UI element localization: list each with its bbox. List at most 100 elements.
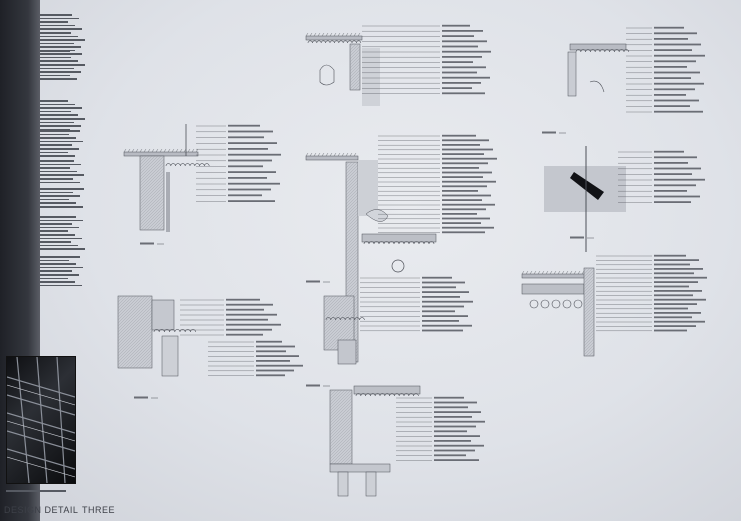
hatch-line	[345, 233, 359, 247]
hatch-line	[345, 260, 359, 274]
hatch-line	[345, 161, 350, 166]
annotation-text	[654, 38, 688, 40]
hatch-line	[345, 278, 359, 292]
hatch-line	[155, 221, 165, 231]
hatch-line	[117, 312, 153, 348]
gravel-mark	[557, 270, 561, 275]
annotation-text	[228, 136, 264, 139]
gravel-mark	[175, 148, 179, 153]
hatch-line	[329, 412, 353, 436]
annotation-text	[228, 148, 268, 150]
note-text-line	[40, 259, 69, 262]
annotation-text	[228, 182, 280, 185]
hatch-line	[585, 347, 595, 357]
hatch-line	[345, 257, 359, 271]
annotation-text	[442, 40, 487, 43]
gravel-mark	[341, 32, 345, 37]
hatch-line	[336, 448, 353, 465]
annotation-text	[654, 259, 699, 261]
hatch-line	[117, 318, 153, 354]
gravel-mark	[541, 270, 545, 275]
annotation-text	[442, 61, 473, 63]
hatch-line	[351, 81, 361, 91]
note-text-line	[40, 121, 74, 124]
annotation-text	[442, 222, 481, 224]
gravel-mark	[195, 148, 199, 153]
corrugated-deck	[325, 317, 365, 321]
note-text-line	[40, 17, 79, 20]
annotation-text	[434, 435, 480, 437]
note-text-line	[40, 281, 75, 283]
hatch-line	[349, 69, 361, 81]
hatch-line	[117, 324, 153, 360]
hatch-line	[583, 329, 595, 341]
scale-label	[134, 396, 148, 399]
hatch-line	[323, 295, 355, 327]
annotation-text	[654, 26, 684, 29]
annotation-text	[442, 213, 477, 215]
annotation-text	[442, 167, 479, 169]
hatch-line	[583, 335, 595, 347]
hatch-line	[329, 389, 337, 397]
hatch-line	[349, 66, 361, 78]
hatch-line	[345, 212, 359, 226]
hatch-line	[345, 275, 359, 289]
floor-slab	[353, 385, 421, 395]
gravel-mark	[317, 32, 321, 37]
annotation-text	[442, 144, 480, 146]
left-column-notes	[40, 10, 88, 330]
annotation-text	[256, 345, 295, 348]
hatch-line	[143, 209, 165, 231]
void-former	[562, 299, 572, 309]
hatch-line	[329, 325, 355, 351]
hatch-line	[330, 442, 353, 465]
annotation-text	[228, 165, 263, 168]
hatch-line	[149, 215, 165, 231]
annotation-text	[434, 449, 475, 452]
annotation-text	[654, 184, 696, 187]
gravel-mark	[525, 270, 529, 275]
hatch-line	[139, 173, 165, 199]
hatch-line	[144, 360, 153, 369]
hatch-line	[329, 406, 353, 430]
annotation-text	[654, 54, 705, 57]
note-text-line	[40, 170, 77, 173]
hatch-line	[348, 460, 353, 465]
gravel-mark	[341, 152, 345, 157]
hatch-line	[329, 391, 353, 415]
hatch-line	[117, 333, 153, 369]
hatch-line	[329, 418, 353, 442]
hatch-line	[139, 170, 165, 196]
gravel-mark	[565, 270, 569, 275]
base-slab	[329, 463, 391, 473]
note-text-line	[40, 60, 78, 62]
hatch-line	[323, 310, 355, 342]
hatch-line	[117, 295, 122, 300]
hatch-line	[332, 328, 355, 351]
gravel-mark	[313, 152, 317, 157]
hatch-line	[323, 304, 355, 336]
gravel-mark	[569, 270, 573, 275]
hatch-line	[132, 348, 153, 369]
note-text-line	[40, 178, 73, 180]
annotation-text	[654, 303, 697, 305]
note-text-line	[40, 216, 76, 218]
detail-bottom-center	[329, 385, 485, 497]
gravel-mark	[179, 148, 183, 153]
gravel-mark	[349, 152, 353, 157]
floor-slab	[361, 233, 437, 243]
hatch-line	[345, 242, 359, 256]
gravel-mark	[337, 32, 341, 37]
annotation-text	[434, 440, 471, 442]
annotation-text	[442, 82, 481, 84]
annotation-text	[228, 171, 276, 173]
hatch-line	[117, 330, 153, 366]
parapet-wall	[567, 51, 577, 97]
annotation-text	[654, 173, 692, 175]
hatch-line	[349, 51, 361, 63]
gravel-mark	[171, 148, 175, 153]
note-text-line	[40, 195, 80, 197]
gravel-mark	[545, 270, 549, 275]
annotation-text	[422, 291, 469, 293]
photo-caption	[6, 487, 74, 495]
